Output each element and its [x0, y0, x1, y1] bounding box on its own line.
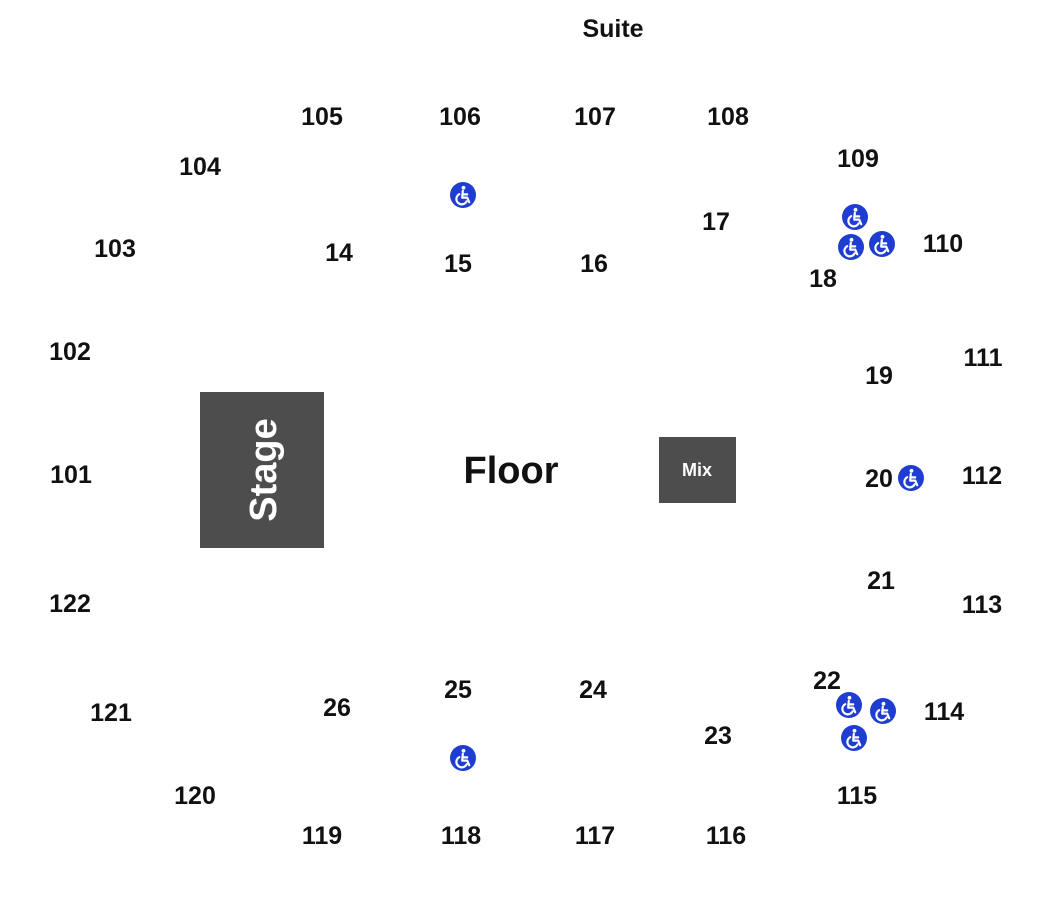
section-14[interactable]: 14: [325, 239, 353, 267]
section-24[interactable]: 24: [579, 676, 607, 704]
wheelchair-icon: [868, 696, 898, 726]
section-116[interactable]: 116: [706, 822, 746, 850]
section-103[interactable]: 103: [94, 235, 136, 263]
section-23[interactable]: 23: [704, 722, 732, 750]
section-122[interactable]: 122: [49, 590, 91, 618]
mix-label: Mix: [682, 460, 712, 480]
mix-block: [659, 437, 736, 503]
section-18[interactable]: 18: [809, 265, 837, 293]
wheelchair-icon: [448, 180, 478, 210]
section-102[interactable]: 102: [49, 338, 91, 366]
stage-label: Stage: [243, 418, 285, 521]
section-16[interactable]: 16: [580, 250, 608, 278]
stage[interactable]: Stage: [200, 392, 324, 548]
section-105[interactable]: 105: [301, 103, 343, 131]
wheelchair-icon: [839, 723, 869, 753]
stage-block: [200, 392, 324, 548]
section-101[interactable]: 101: [50, 461, 92, 489]
section-104[interactable]: 104: [179, 153, 221, 181]
section-112[interactable]: 112: [962, 462, 1002, 490]
section-121[interactable]: 121: [90, 699, 132, 727]
wheelchair-icon: [834, 690, 864, 720]
section-118[interactable]: 118: [441, 822, 481, 850]
wheelchair-icon: [896, 463, 926, 493]
section-15[interactable]: 15: [444, 250, 472, 278]
suite-label: Suite: [582, 15, 643, 43]
wheelchair-icon: [840, 202, 870, 232]
section-113[interactable]: 113: [962, 591, 1002, 619]
section-108[interactable]: 108: [707, 103, 749, 131]
section-25[interactable]: 25: [444, 676, 472, 704]
section-109[interactable]: 109: [837, 145, 879, 173]
wheelchair-icon: [448, 743, 478, 773]
section-20[interactable]: 20: [865, 465, 893, 493]
section-114[interactable]: 114: [924, 698, 964, 726]
section-21[interactable]: 21: [867, 567, 895, 595]
section-106[interactable]: 106: [439, 103, 481, 131]
mix-position: Mix: [659, 437, 736, 503]
section-111[interactable]: 111: [964, 344, 1003, 372]
section-19[interactable]: 19: [865, 362, 893, 390]
section-120[interactable]: 120: [174, 782, 216, 810]
section-107[interactable]: 107: [574, 103, 616, 131]
section-17[interactable]: 17: [702, 208, 730, 236]
section-117[interactable]: 117: [575, 822, 615, 850]
floor-label[interactable]: Floor: [464, 450, 559, 492]
section-119[interactable]: 119: [302, 822, 342, 850]
wheelchair-icon: [867, 229, 897, 259]
section-110[interactable]: 110: [923, 230, 963, 258]
section-115[interactable]: 115: [837, 782, 877, 810]
section-26[interactable]: 26: [323, 694, 351, 722]
section-22[interactable]: 22: [813, 667, 841, 695]
wheelchair-icon: [836, 232, 866, 262]
